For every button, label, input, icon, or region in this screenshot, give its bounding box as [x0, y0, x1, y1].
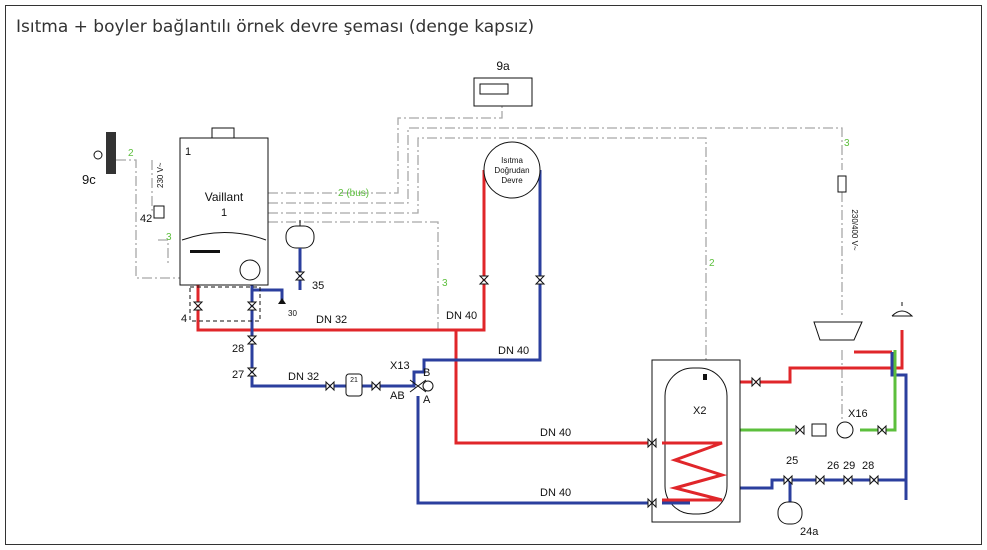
pipe-label-dn40c: DN 40: [540, 427, 571, 439]
label-9c: 9c: [82, 172, 96, 187]
wire-label-3b: 3: [442, 278, 448, 289]
label-42: 42: [140, 213, 152, 225]
label-27: 27: [232, 369, 244, 381]
label-21: 21: [350, 377, 358, 384]
label-x16: X16: [848, 408, 868, 420]
label-28a: 28: [232, 343, 244, 355]
fittings: 21: [278, 298, 803, 525]
circuit-label-1: Isıtma: [501, 156, 523, 165]
valves: [192, 271, 887, 509]
pipe-label-dn32b: DN 32: [288, 371, 319, 383]
return-pipes: [250, 170, 908, 505]
label-24a: 24a: [800, 526, 819, 538]
label-30: 30: [288, 309, 297, 318]
label-29: 29: [843, 460, 855, 472]
circuit-label-3: Devre: [501, 176, 523, 185]
wire-label-3a: 3: [166, 232, 172, 243]
label-26: 26: [827, 460, 839, 472]
label-4: 4: [181, 313, 187, 325]
component-labels: 35 30 4 28 27 X13 B AB A 25 26 29 28 24a: [181, 280, 874, 538]
label-x13: X13: [390, 360, 410, 372]
label-25: 25: [786, 455, 798, 467]
boiler-corner-label: 1: [185, 146, 191, 158]
pipe-label-dn40a: DN 40: [446, 310, 477, 322]
diagram-frame: [5, 5, 982, 545]
wire-label-3c: 3: [844, 138, 850, 149]
wire-label-2bus: 2 (bus): [338, 188, 369, 199]
heating-circuit: Isıtma Doğrudan Devre: [483, 141, 541, 199]
controller-9a: 9a: [473, 59, 533, 107]
expansion-vessel-35: [285, 220, 315, 270]
wire-label-2b: 2: [709, 258, 715, 269]
label-28b: 28: [862, 460, 874, 472]
label-9a: 9a: [496, 59, 510, 73]
flow-pipes: [196, 170, 904, 445]
wire-labels: 2 (bus) 2 2 3 3 3: [128, 138, 850, 289]
voltage-230: 230 V~: [156, 162, 165, 188]
circuit-label-2: Doğrudan: [494, 166, 529, 175]
pump-x16: X16: [811, 408, 868, 439]
label-x2: X2: [693, 405, 706, 417]
pipe-labels: DN 32 DN 32 DN 40 DN 40 DN 40 DN 40: [288, 310, 571, 499]
pipe-label-dn40b: DN 40: [498, 345, 529, 357]
cold-water-pipe: [740, 350, 897, 432]
outdoor-sensor-9c: 9c: [82, 132, 116, 187]
label-ab: AB: [390, 390, 405, 402]
label-35: 35: [312, 280, 324, 292]
wire-label-2a: 2: [128, 148, 134, 159]
pipe-label-dn40d: DN 40: [540, 487, 571, 499]
pipe-label-dn32a: DN 32: [316, 314, 347, 326]
voltage-400: 230/400 V~: [850, 209, 859, 250]
boiler-brand: Vaillant: [205, 190, 244, 204]
label-a: A: [423, 394, 431, 406]
label-b: B: [423, 367, 430, 379]
boiler: 1 Vaillant 1: [179, 127, 269, 322]
boiler-number: 1: [221, 207, 227, 219]
control-wiring: [116, 102, 843, 420]
bath-and-tap: 230/400 V~: [813, 175, 914, 341]
switch-42: 42 230 V~: [140, 162, 165, 225]
page-title: Isıtma + boyler bağlantılı örnek devre ş…: [16, 17, 535, 37]
storage-tank: X2: [651, 359, 741, 523]
